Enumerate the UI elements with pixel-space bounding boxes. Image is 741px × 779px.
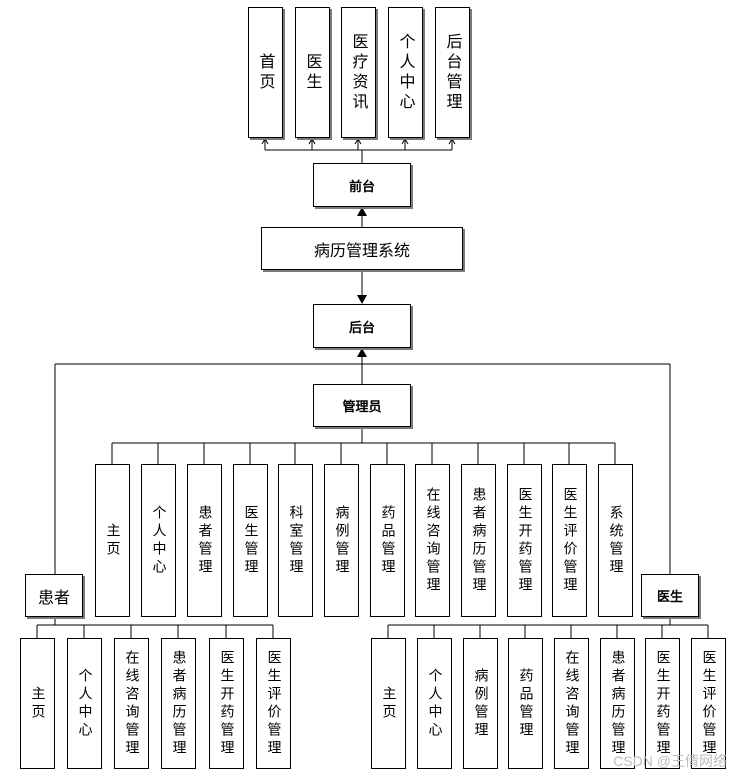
doctor-node: 医生: [641, 574, 699, 617]
admin-item-label: 个人中心: [150, 504, 167, 577]
front-item-personal-center: 个人中心: [388, 7, 423, 138]
patient-item-label: 个人中心: [76, 667, 93, 740]
small-arrow-icon: [261, 138, 269, 145]
patient-item-patient-records: 患者病历管理: [161, 638, 196, 769]
doctor-item-personal-center: 个人中心: [417, 638, 452, 769]
admin-item-label: 主页: [104, 522, 121, 559]
patient-item-doctor-rating: 医生评价管理: [256, 638, 291, 769]
patient-item-label: 在线咨询管理: [123, 649, 140, 758]
small-arrow-icon: [401, 138, 409, 145]
front-item-backend-admin: 后台管理: [435, 7, 470, 138]
admin-label: 管理员: [342, 400, 382, 415]
front-item-label: 个人中心: [396, 32, 416, 113]
arrow-down-icon: [357, 295, 367, 304]
admin-item-home: 主页: [95, 464, 130, 617]
doctor-item-home: 主页: [371, 638, 406, 769]
admin-item-label: 医生开药管理: [516, 486, 533, 595]
admin-item-prescription: 医生开药管理: [507, 464, 542, 617]
patient-item-label: 患者病历管理: [170, 649, 187, 758]
arrow-up-icon: [357, 207, 367, 216]
watermark: CSDN @王倩网络: [613, 753, 727, 769]
admin-item-label: 医生管理: [242, 504, 259, 577]
back-end-node: 后台: [313, 304, 411, 348]
patient-item-online-consultation: 在线咨询管理: [114, 638, 149, 769]
admin-item-label: 科室管理: [287, 504, 304, 577]
admin-node: 管理员: [313, 384, 411, 427]
admin-item-online-consultation: 在线咨询管理: [415, 464, 450, 617]
patient-item-label: 医生评价管理: [265, 649, 282, 758]
admin-item-label: 在线咨询管理: [424, 486, 441, 595]
admin-item-label: 系统管理: [607, 504, 624, 577]
admin-item-drug-management: 药品管理: [370, 464, 405, 617]
front-item-label: 医生: [303, 52, 323, 93]
front-item-home: 首页: [248, 7, 283, 138]
admin-item-label: 医生评价管理: [561, 486, 578, 595]
admin-item-patient-management: 患者管理: [187, 464, 222, 617]
patient-item-personal-center: 个人中心: [67, 638, 102, 769]
doctor-item-prescription: 医生开药管理: [645, 638, 680, 769]
doctor-label: 医生: [656, 590, 683, 605]
admin-item-personal-center: 个人中心: [141, 464, 176, 617]
admin-item-label: 患者管理: [196, 504, 213, 577]
doctor-item-online-consultation: 在线咨询管理: [554, 638, 589, 769]
admin-item-label: 药品管理: [379, 504, 396, 577]
front-item-label: 首页: [256, 52, 276, 93]
front-end-node: 前台: [313, 163, 411, 207]
patient-item-label: 主页: [29, 685, 46, 722]
patient-item-label: 医生开药管理: [218, 649, 235, 758]
doctor-item-label: 医生评价管理: [700, 649, 717, 758]
admin-item-label: 病例管理: [333, 504, 350, 577]
small-arrow-icon: [308, 138, 316, 145]
front-end-label: 前台: [348, 179, 375, 195]
doctor-item-case-management: 病例管理: [463, 638, 498, 769]
doctor-item-label: 病例管理: [472, 667, 489, 740]
small-arrow-icon: [354, 138, 362, 145]
system-label: 病历管理系统: [313, 240, 410, 260]
front-item-label: 后台管理: [443, 32, 463, 113]
doctor-item-label: 在线咨询管理: [563, 649, 580, 758]
admin-item-doctor-management: 医生管理: [233, 464, 268, 617]
small-arrow-icon: [448, 138, 456, 145]
patient-item-prescription: 医生开药管理: [209, 638, 244, 769]
doctor-item-label: 主页: [380, 685, 397, 722]
front-item-medical-news: 医疗资讯: [341, 7, 376, 138]
patient-label: 患者: [37, 587, 70, 607]
doctor-item-label: 患者病历管理: [609, 649, 626, 758]
admin-item-case-management: 病例管理: [324, 464, 359, 617]
doctor-item-doctor-rating: 医生评价管理: [691, 638, 726, 769]
patient-item-home: 主页: [20, 638, 55, 769]
doctor-item-label: 个人中心: [426, 667, 443, 740]
admin-item-patient-records: 患者病历管理: [461, 464, 496, 617]
front-item-doctor: 医生: [295, 7, 330, 138]
doctor-item-patient-records: 患者病历管理: [600, 638, 635, 769]
doctor-item-label: 药品管理: [517, 667, 534, 740]
doctor-item-drug-management: 药品管理: [508, 638, 543, 769]
admin-item-system-management: 系统管理: [598, 464, 633, 617]
system-node: 病历管理系统: [261, 227, 463, 270]
front-item-label: 医疗资讯: [349, 32, 369, 113]
doctor-item-label: 医生开药管理: [654, 649, 671, 758]
admin-item-label: 患者病历管理: [470, 486, 487, 595]
patient-node: 患者: [25, 574, 83, 617]
admin-item-department-management: 科室管理: [278, 464, 313, 617]
back-end-label: 后台: [348, 320, 375, 336]
arrow-up-icon: [357, 348, 367, 357]
admin-item-doctor-rating: 医生评价管理: [552, 464, 587, 617]
